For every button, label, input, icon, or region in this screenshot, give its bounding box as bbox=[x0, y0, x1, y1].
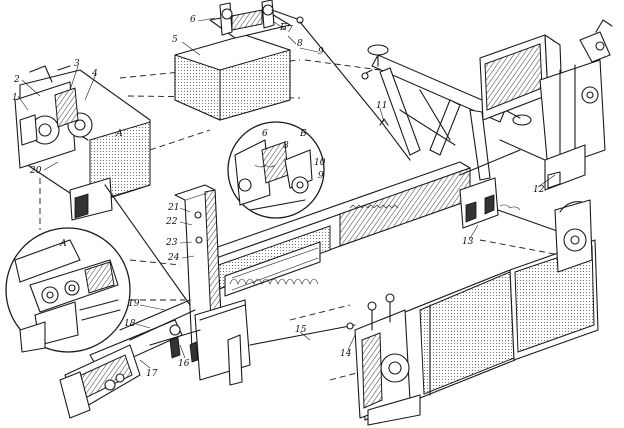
circle-b-label-8: 8 bbox=[283, 141, 289, 151]
callout-13: 13 bbox=[462, 237, 474, 247]
circle-b-label-6: 6 bbox=[262, 129, 268, 139]
letter-a-circle: А bbox=[59, 239, 67, 249]
callout-3: 3 bbox=[74, 59, 80, 69]
callout-1: 1 bbox=[12, 93, 18, 103]
detail-circle-b bbox=[227, 121, 325, 219]
top-winch-block bbox=[174, 0, 304, 121]
leader-lines bbox=[17, 17, 556, 369]
lever-assembly-17 bbox=[59, 299, 201, 419]
circle-b-label-9: 9 bbox=[318, 171, 324, 181]
callout-6: 6 bbox=[190, 15, 196, 25]
front-pulley-box bbox=[354, 199, 599, 426]
callout-12: 12 bbox=[533, 185, 545, 195]
callout-labels: 1 2 3 4 5 6 7 8 9 10 11 12 13 14 15 16 1… bbox=[12, 15, 545, 379]
letter-a-upper-left: А bbox=[115, 129, 123, 139]
callout-16: 16 bbox=[178, 359, 190, 369]
callout-23: 23 bbox=[165, 238, 178, 248]
rear-a-frame bbox=[361, 44, 532, 181]
callout-20: 20 bbox=[29, 166, 42, 176]
support-13 bbox=[459, 177, 561, 233]
callout-8: 8 bbox=[297, 39, 303, 49]
cables bbox=[104, 21, 411, 346]
callout-17: 17 bbox=[146, 369, 158, 379]
callout-14: 14 bbox=[340, 349, 352, 359]
callout-10: 10 bbox=[314, 158, 326, 168]
callout-19: 19 bbox=[128, 299, 140, 309]
detail-circle-a bbox=[5, 227, 131, 353]
callout-4: 4 bbox=[91, 69, 98, 79]
coil-spring bbox=[229, 247, 319, 291]
letter-b-top: Б bbox=[279, 23, 287, 33]
callout-22: 22 bbox=[165, 217, 178, 227]
callout-11: 11 bbox=[376, 101, 387, 111]
vertical-post bbox=[174, 184, 251, 386]
upper-left-block bbox=[14, 65, 151, 221]
callout-2: 2 bbox=[13, 75, 20, 85]
callout-15: 15 bbox=[295, 325, 307, 335]
circle-b-letter: Б bbox=[299, 129, 307, 139]
callout-5: 5 bbox=[172, 35, 178, 45]
callout-24: 24 bbox=[167, 253, 180, 263]
section-letters: А Б А bbox=[59, 23, 287, 249]
callout-9: 9 bbox=[318, 47, 324, 57]
rear-bogie bbox=[459, 19, 613, 191]
callout-21: 21 bbox=[167, 203, 179, 213]
callout-7: 7 bbox=[287, 25, 293, 35]
callout-18: 18 bbox=[124, 319, 136, 329]
